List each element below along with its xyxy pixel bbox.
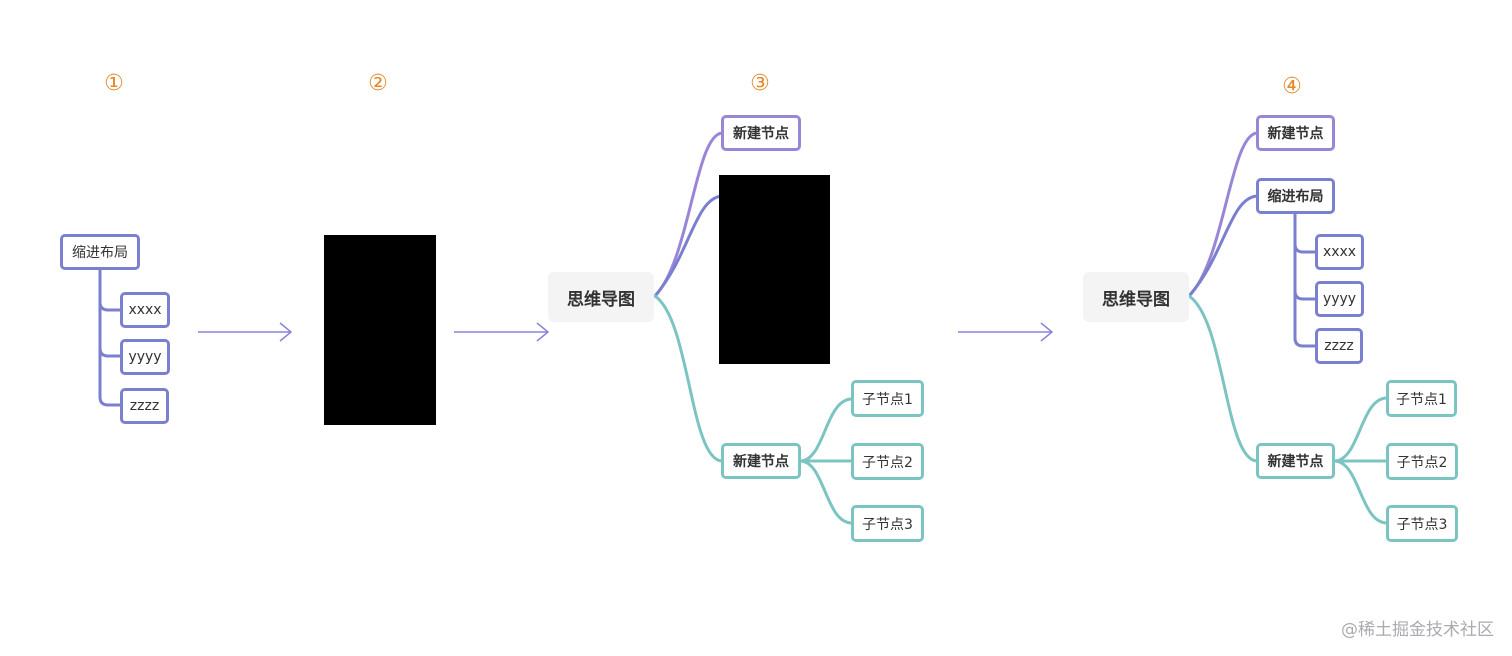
indent-line-3 xyxy=(98,338,123,407)
p4-indent-child-node-2: yyyy xyxy=(1315,281,1364,317)
arrow-2 xyxy=(454,322,550,342)
redacted-block xyxy=(324,235,436,425)
p4-sub-1 xyxy=(1332,396,1389,463)
flow-arrows xyxy=(198,322,1054,342)
p4-root-node: 思维导图 xyxy=(1083,272,1189,322)
watermark-text: @稀土掘金技术社区 xyxy=(1341,620,1494,640)
indent-line-1 xyxy=(98,268,123,312)
p3-branch-top xyxy=(653,131,724,298)
step-number-3: ③ xyxy=(750,71,770,96)
p4-indent-child-node-3: zzzz xyxy=(1315,328,1363,364)
p3-branch-bottom xyxy=(653,294,724,463)
p4-bottom-node: 新建节点 xyxy=(1256,443,1335,479)
step-number-4: ④ xyxy=(1282,74,1302,99)
p4-child-node-3: 子节点3 xyxy=(1386,505,1458,542)
panel3-branches xyxy=(653,131,854,525)
p4-child-node-2: 子节点2 xyxy=(1386,443,1458,480)
p3-child-node-2: 子节点2 xyxy=(851,443,924,480)
p3-root-node: 思维导图 xyxy=(548,272,654,322)
p4-indent-line-1 xyxy=(1293,211,1318,254)
p4-indent-line-3 xyxy=(1293,283,1318,348)
step-number-2: ② xyxy=(368,71,388,96)
p3-sub-1 xyxy=(798,397,854,463)
panel4-indent-lines xyxy=(1293,211,1318,348)
p4-branch-bottom xyxy=(1187,294,1259,463)
p3-branch-hidden xyxy=(653,194,724,298)
panel4-branches xyxy=(1187,131,1389,525)
indent-child-node-1: xxxx xyxy=(120,292,170,328)
p3-sub-3 xyxy=(798,459,854,525)
step-number-1: ① xyxy=(104,71,124,96)
p3-child-node-3: 子节点3 xyxy=(851,505,924,542)
p4-sub-3 xyxy=(1332,459,1389,525)
p4-top-node: 新建节点 xyxy=(1256,115,1335,151)
p3-bottom-node: 新建节点 xyxy=(721,443,801,479)
p4-branch-indent xyxy=(1187,194,1259,298)
indent-child-node-2: yyyy xyxy=(120,339,170,375)
p4-indent-line-2 xyxy=(1293,238,1318,301)
p4-indent-layout-node: 缩进布局 xyxy=(1256,178,1335,214)
p3-child-node-1: 子节点1 xyxy=(851,380,924,417)
p3-top-node: 新建节点 xyxy=(721,115,801,151)
indent-layout-node: 缩进布局 xyxy=(60,234,140,270)
p4-indent-child-node-1: xxxx xyxy=(1315,234,1364,270)
arrow-3 xyxy=(958,322,1054,342)
p4-child-node-1: 子节点1 xyxy=(1386,380,1457,417)
p4-branch-top xyxy=(1187,131,1259,298)
arrow-1 xyxy=(198,322,293,342)
indent-tree-lines xyxy=(98,268,123,407)
indent-child-node-3: zzzz xyxy=(120,388,169,424)
p3-redacted-block xyxy=(719,175,830,364)
